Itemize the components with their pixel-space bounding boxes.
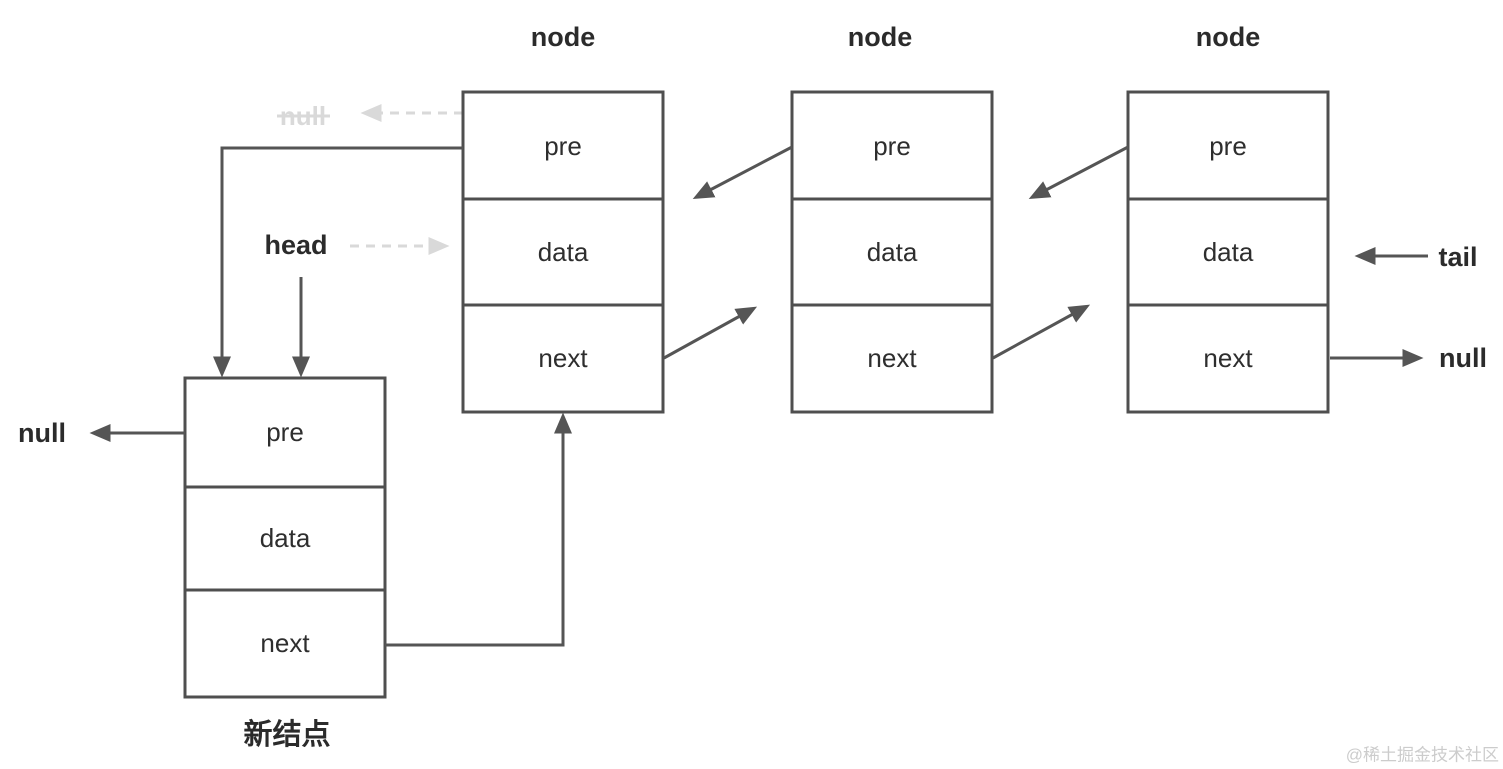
node-3: node pre data next — [1126, 22, 1330, 414]
node-2-cell-data: data — [867, 237, 918, 267]
null-right-label: null — [1439, 343, 1487, 373]
node-1-cell-data: data — [538, 237, 589, 267]
node-1-title: node — [531, 22, 596, 52]
new-node-title: 新结点 — [243, 718, 330, 751]
arrow-node2-next-to-node3 — [992, 304, 1091, 360]
node-1: node pre data next — [461, 22, 665, 414]
arrow-node2-pre-to-node1 — [692, 145, 793, 200]
node-2-title: node — [848, 22, 913, 52]
pointer-labels-group: head tail null null — [18, 230, 1487, 448]
node-2-cell-next: next — [867, 343, 917, 373]
arrow-node1-next-to-node2 — [663, 306, 758, 360]
node-3-cell-next: next — [1203, 343, 1253, 373]
watermark-text: @稀土掘金技术社区 — [1346, 746, 1499, 765]
arrow-node3-pre-to-node2 — [1028, 145, 1129, 200]
node-2: node pre data next — [790, 22, 994, 414]
tail-label: tail — [1438, 242, 1477, 272]
node-1-cell-pre: pre — [544, 131, 582, 161]
old-links-group: null — [277, 101, 463, 255]
node-1-cell-next: next — [538, 343, 588, 373]
node-2-box — [790, 90, 994, 414]
new-node-box — [183, 376, 387, 699]
new-node-cell-next: next — [260, 628, 310, 658]
arrow-new-node-next-to-node1 — [385, 412, 572, 647]
null-left-label: null — [18, 418, 66, 448]
node-3-box — [1126, 90, 1330, 414]
node-3-title: node — [1196, 22, 1261, 52]
new-node-cell-pre: pre — [266, 417, 304, 447]
node-1-box — [461, 90, 665, 414]
new-node: pre data next 新结点 — [183, 376, 387, 751]
node-3-cell-data: data — [1203, 237, 1254, 267]
head-label: head — [264, 230, 327, 260]
new-node-cell-data: data — [260, 523, 311, 553]
arrow-node1-pre-to-new-node — [213, 146, 463, 378]
arrows-group — [89, 145, 1428, 647]
node-3-cell-pre: pre — [1209, 131, 1247, 161]
node-2-cell-pre: pre — [873, 131, 911, 161]
